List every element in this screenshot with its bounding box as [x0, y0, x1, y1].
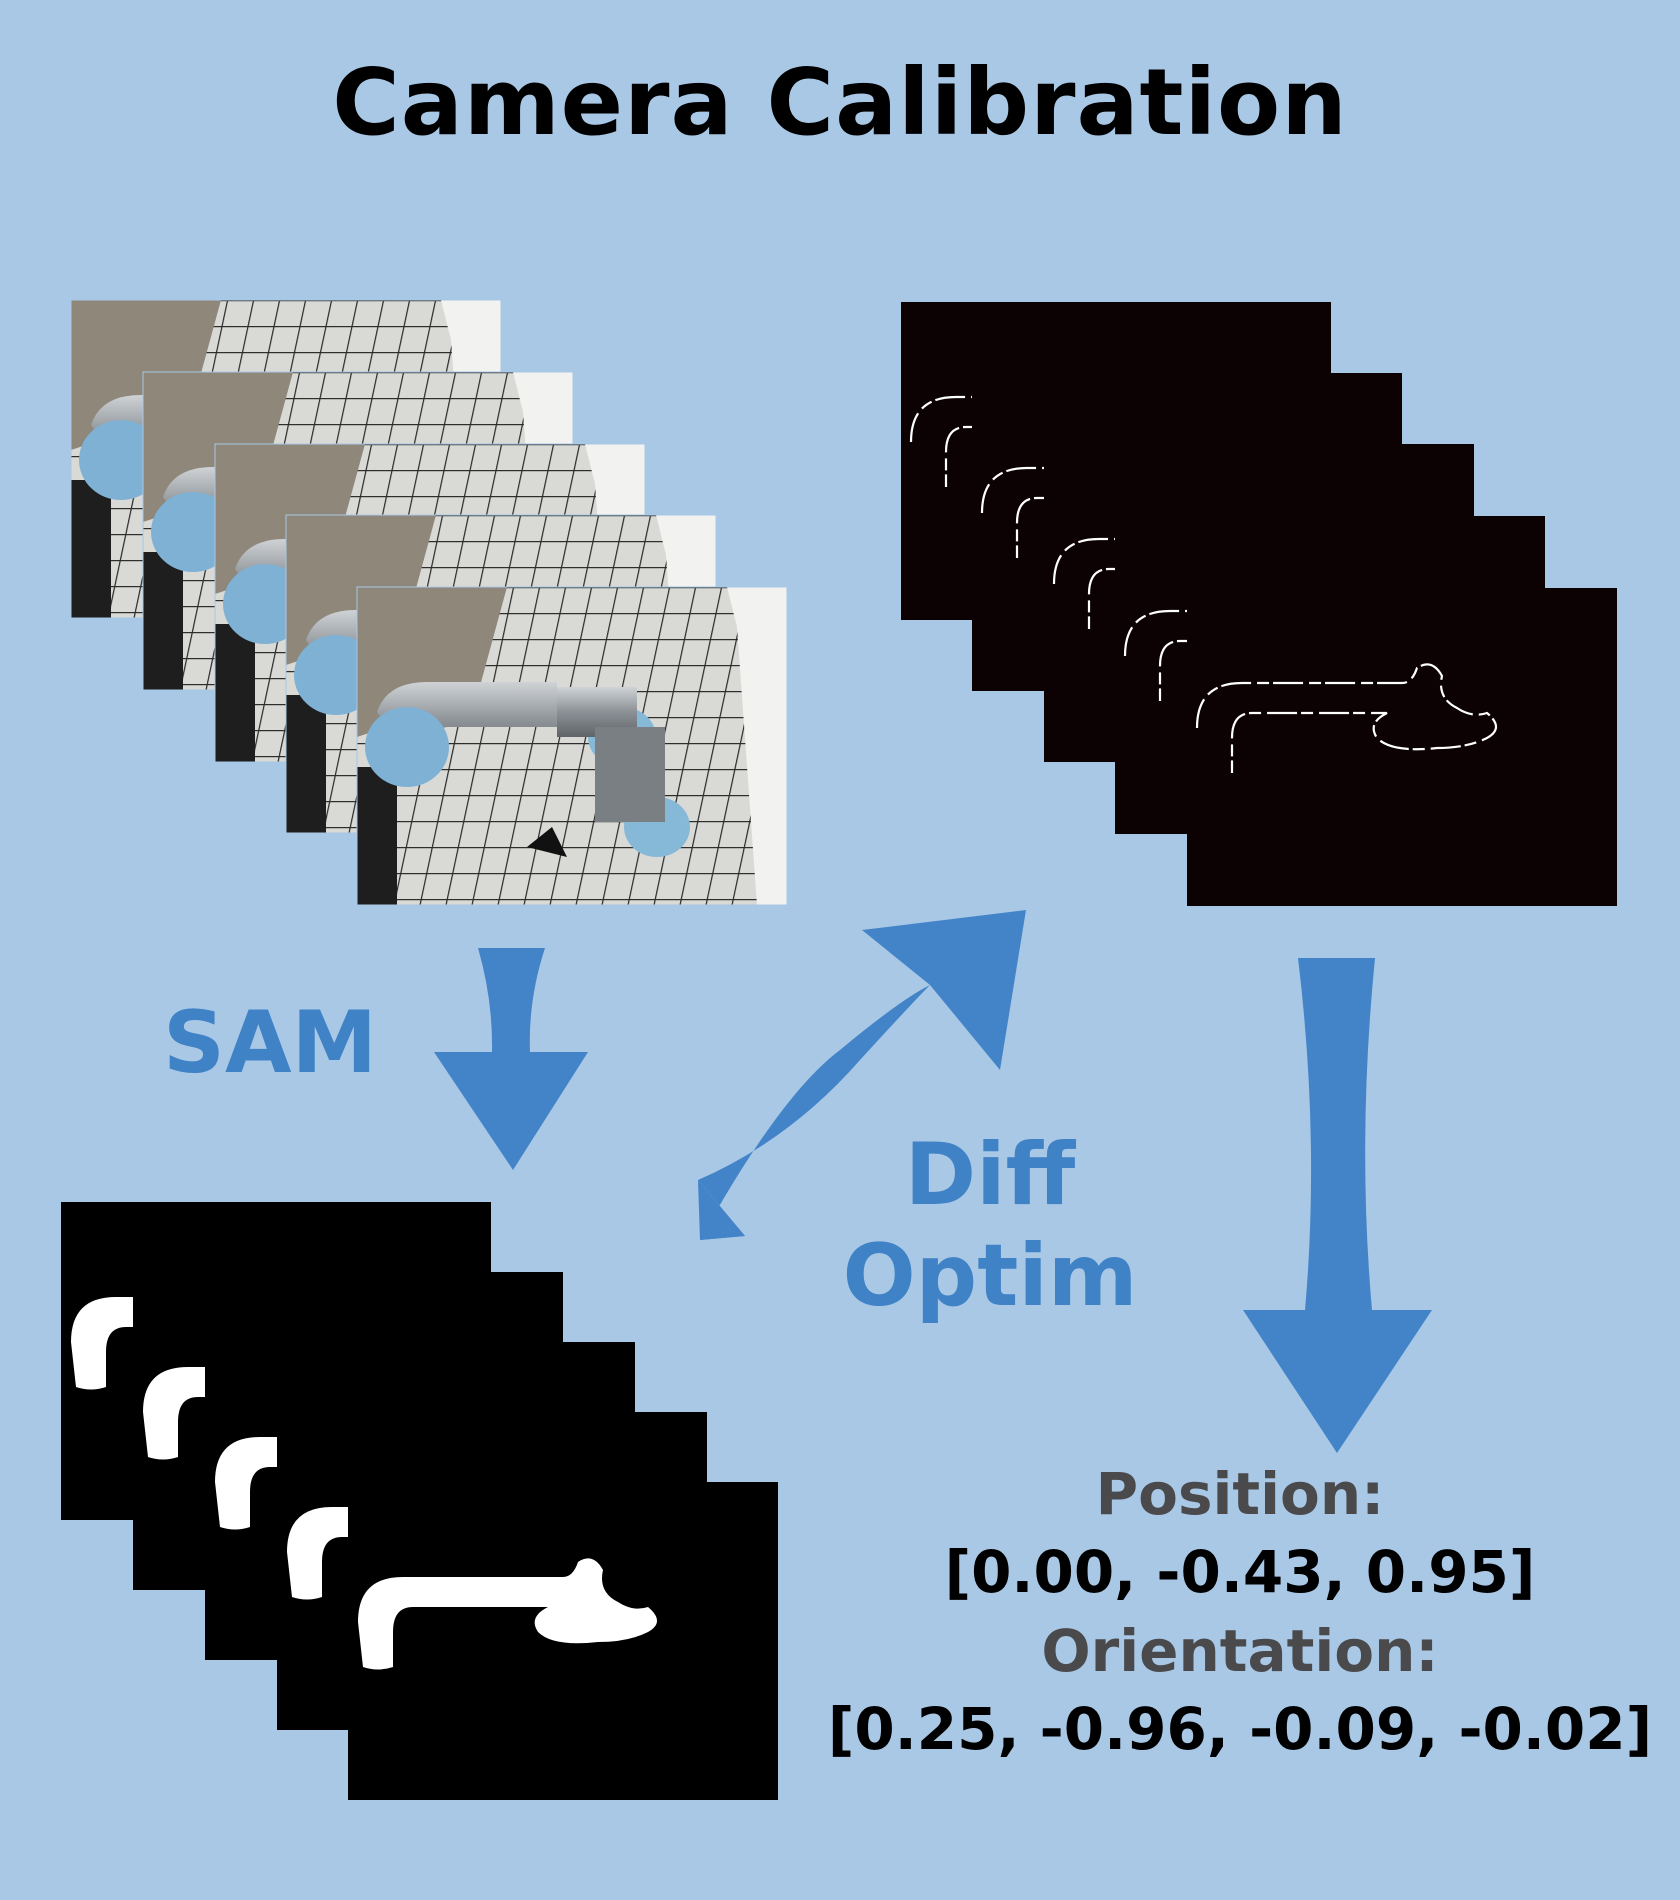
- calibration-result: Position: [0.00, -0.43, 0.95] Orientatio…: [800, 1455, 1680, 1768]
- diff-label-line2: Optim: [842, 1226, 1138, 1327]
- mask-stack: [61, 1202, 778, 1800]
- photo-frame: [357, 587, 787, 905]
- edge-frame: [1187, 588, 1617, 906]
- photo-stack: [71, 300, 787, 905]
- sam-label: SAM: [163, 993, 378, 1093]
- diff-optim-arrow: [698, 910, 1026, 1240]
- position-label: Position:: [1095, 1460, 1385, 1528]
- diagram-title: Camera Calibration: [332, 49, 1348, 156]
- orientation-value: [0.25, -0.96, -0.09, -0.02]: [827, 1694, 1653, 1763]
- position-value: [0.00, -0.43, 0.95]: [944, 1538, 1536, 1607]
- result-arrow: [1243, 958, 1432, 1453]
- diff-label-line1: Diff: [904, 1125, 1076, 1225]
- mask-frame: [348, 1482, 778, 1800]
- orientation-label: Orientation:: [1041, 1616, 1439, 1685]
- edge-stack: [901, 302, 1617, 906]
- sam-arrow: [434, 948, 588, 1170]
- diff-optim-label: Diff Optim: [830, 1125, 1150, 1328]
